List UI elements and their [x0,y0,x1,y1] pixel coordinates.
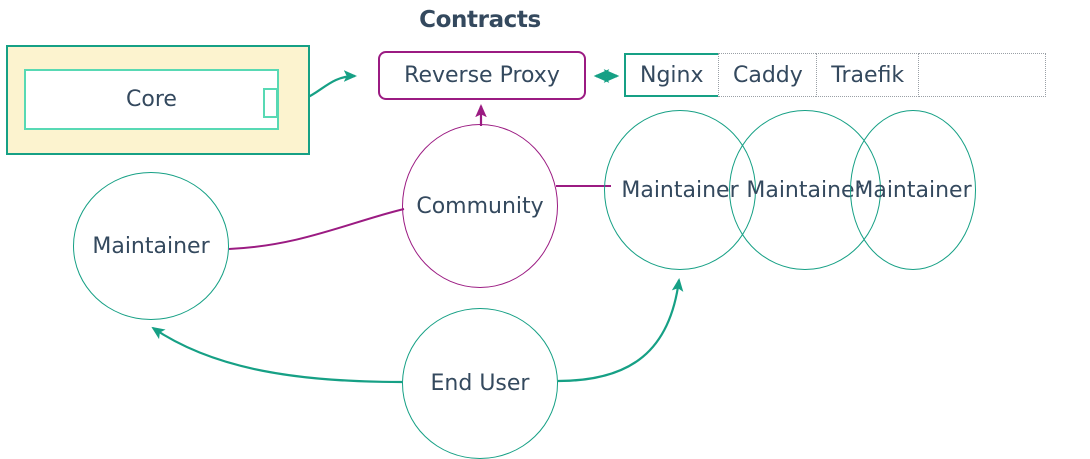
reverse-proxy-node[interactable]: Reverse Proxy [378,51,586,100]
core-port-handle[interactable] [263,88,278,118]
actor-label: Maintainer [746,177,864,203]
actor-maintainer-left[interactable]: Maintainer [73,172,229,320]
contracts-title: Contracts [419,7,541,33]
reverse-proxy-label: Reverse Proxy [404,63,560,88]
actor-label: Maintainer [854,177,972,203]
actor-label: Maintainer [621,177,739,203]
impl-cell-caddy[interactable]: Caddy [718,53,818,97]
edge-enduser-to-maintainer-left [151,326,403,384]
impl-label-caddy: Caddy [733,62,803,88]
core-node[interactable]: Core [24,69,279,130]
implementation-options: Nginx Caddy Traefik [624,53,1046,97]
edge-enduser-to-maintainer-1 [557,278,684,383]
impl-label-nginx: Nginx [640,62,704,88]
impl-cell-nginx[interactable]: Nginx [624,53,720,97]
impl-cell-traefik[interactable]: Traefik [816,53,920,97]
actor-end-user[interactable]: End User [402,308,558,459]
actor-label: Maintainer [92,233,210,259]
core-label: Core [126,87,177,112]
actor-community[interactable]: Community [402,124,558,288]
impl-cell-empty[interactable] [917,53,1046,97]
actor-maintainer-3[interactable]: Maintainer [850,110,976,270]
impl-label-traefik: Traefik [831,62,905,88]
edge-community-to-maintainer-left [228,208,405,250]
actor-label: End User [430,371,530,396]
actor-label: Community [416,193,544,219]
